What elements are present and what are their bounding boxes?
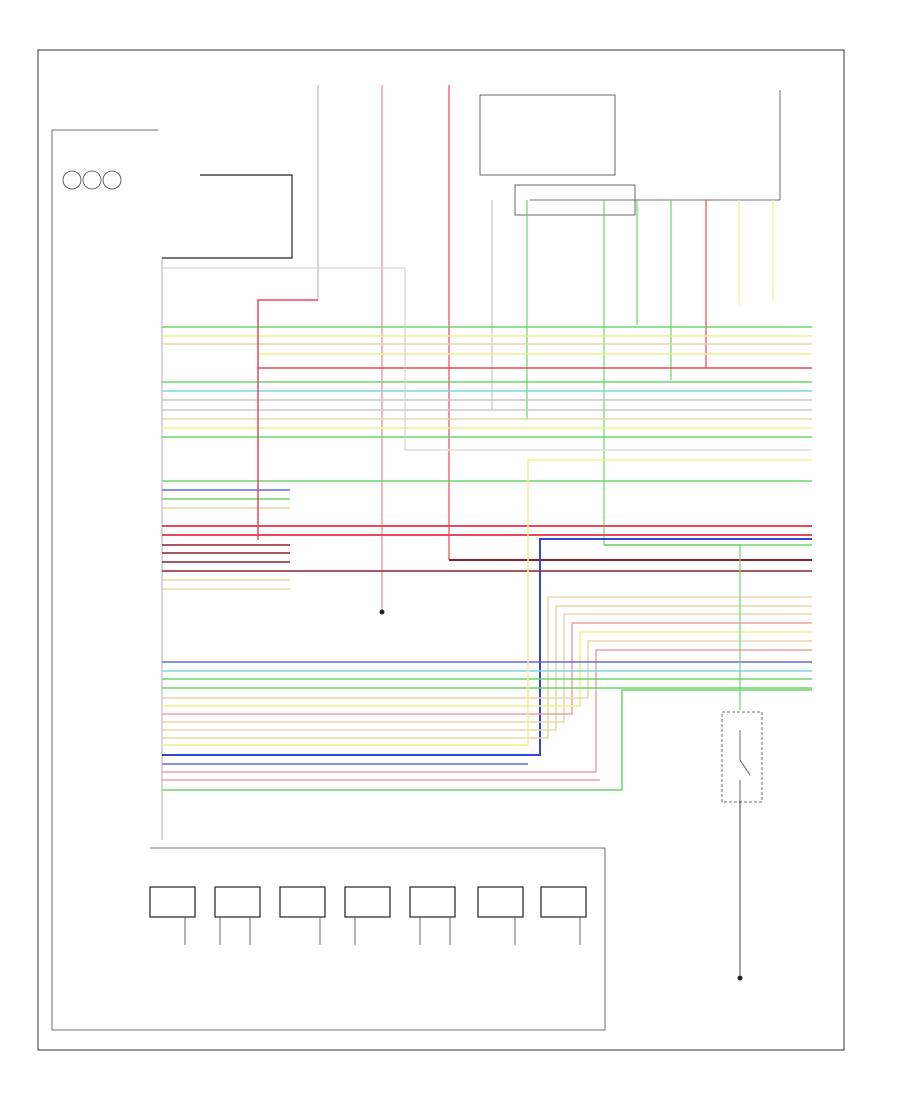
ground-symbol — [379, 609, 385, 615]
red-pigtail-wire — [257, 299, 318, 540]
sub-modules — [149, 886, 587, 945]
ignition-relay-box — [479, 94, 616, 176]
right-feed-bracket — [530, 90, 781, 201]
diagram-frame — [37, 49, 845, 1051]
harness-wires — [162, 326, 812, 590]
mid-bundle-wires — [162, 460, 812, 791]
green-switch-wire — [604, 544, 741, 710]
gray-return-wire — [162, 267, 406, 450]
gauge-cluster-icon — [62, 170, 122, 190]
module-outline — [51, 129, 606, 1031]
lower-switch — [721, 711, 763, 981]
top-feed-wires — [317, 85, 774, 610]
ground-box — [162, 174, 293, 259]
